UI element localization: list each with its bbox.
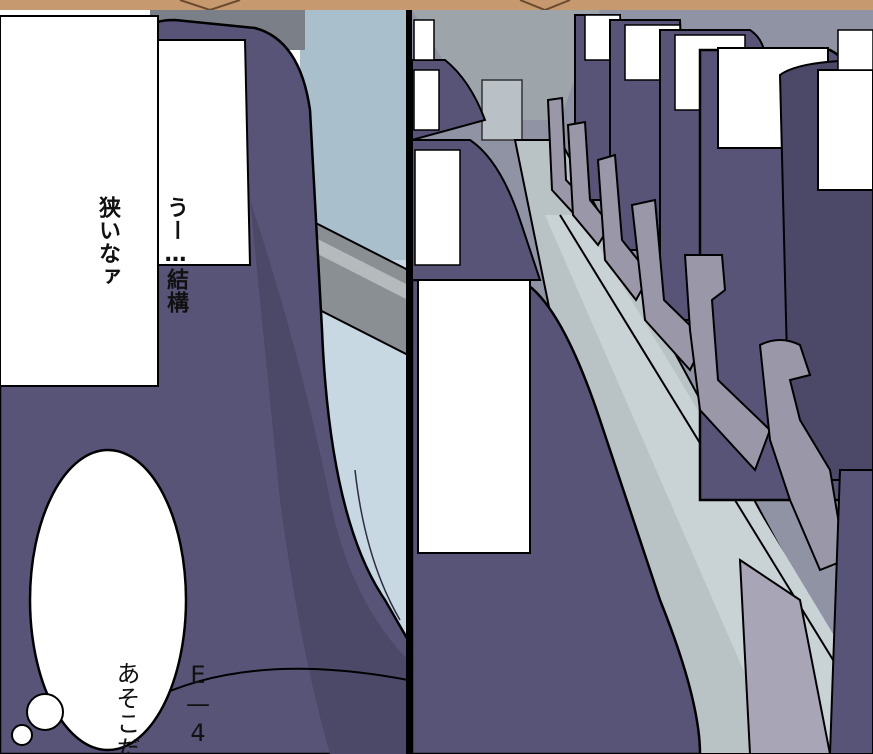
thought-bubble-text: E—4… あそこだ — [72, 545, 252, 754]
thought-bubble-shape — [11, 448, 188, 752]
headrest-cover-near — [417, 274, 531, 554]
right-panel — [410, 10, 873, 754]
right-seat-row — [574, 14, 873, 502]
caption-line-1: うー…結構 — [163, 196, 188, 314]
previous-panel-strip — [0, 0, 873, 10]
caption-text: うー…結構 狭いなァ — [56, 92, 226, 314]
panel-divider — [406, 10, 412, 754]
caption-line-2: 狭いなァ — [95, 196, 120, 288]
headrest-cover-right — [817, 69, 873, 191]
caption-box-shape — [0, 15, 159, 387]
thought-line-1: E—4… — [184, 661, 212, 754]
armrests — [546, 96, 847, 572]
thought-line-2: あそこだ — [112, 661, 140, 754]
